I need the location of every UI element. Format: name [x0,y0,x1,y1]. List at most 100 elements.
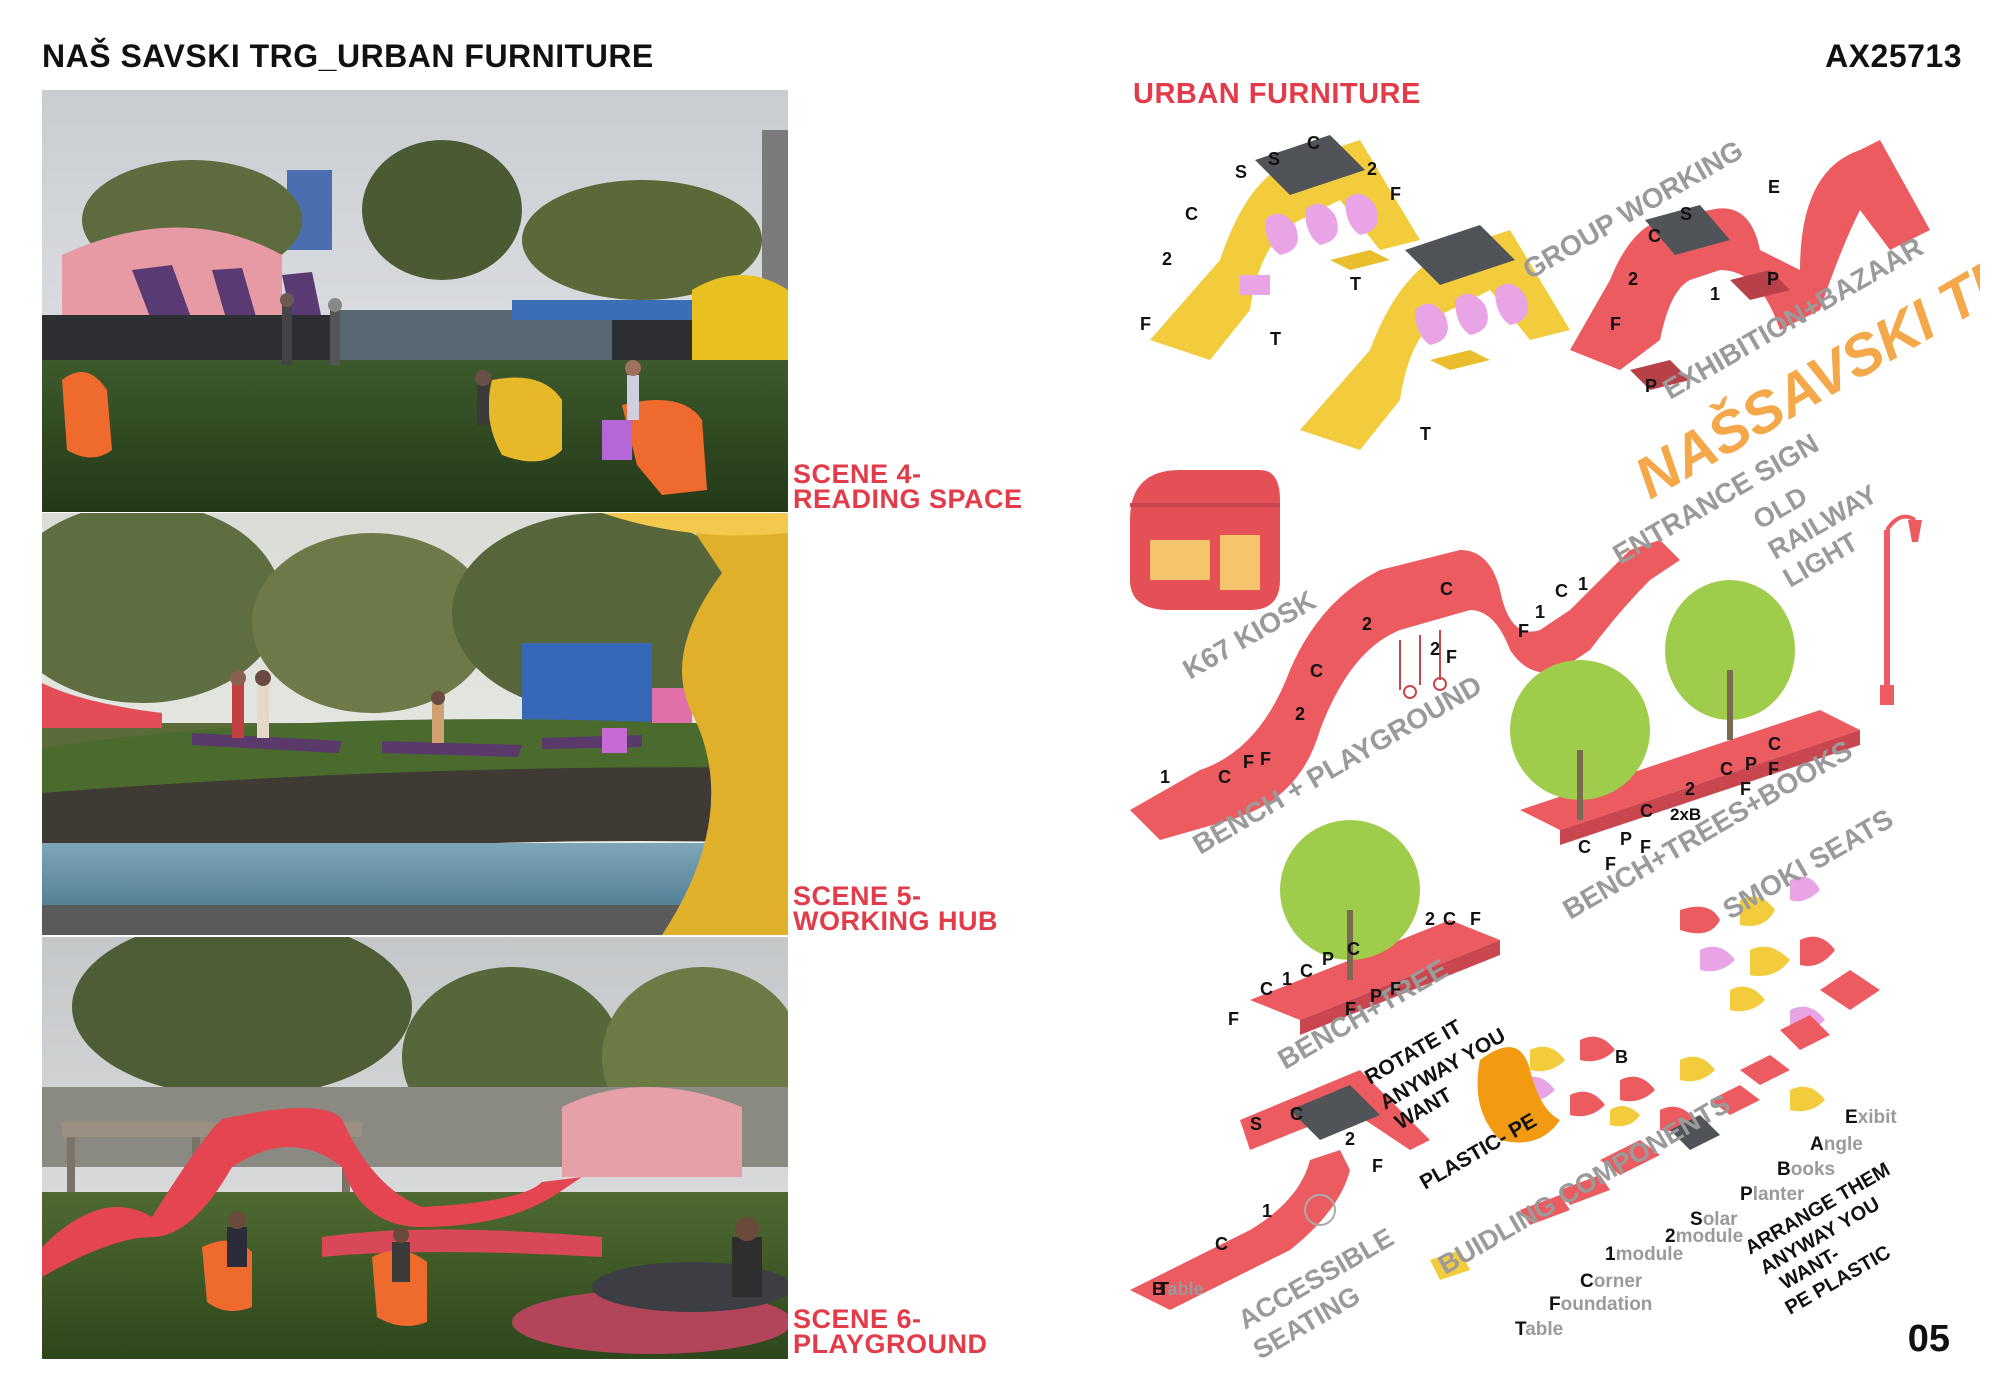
letter-f: F [1260,749,1271,769]
sheet-code: AX25713 [1825,38,1962,74]
letter-f: F [1390,184,1401,204]
letter-c: C [1555,581,1568,601]
component-exibit: Exibit [1845,1107,1897,1128]
letter-c: C [1300,961,1313,981]
label-group-working: GROUP WORKING [1518,134,1749,285]
scene-4-label: SCENE 4- READING SPACE [793,459,1023,514]
scene-6-number: SCENE 6- [793,1304,922,1334]
label-k67-kiosk: K67 KIOSK [1178,584,1322,685]
letter-2: 2 [1430,639,1440,659]
letter-c: C [1347,939,1360,959]
scene-6-title: PLAYGROUND [793,1329,988,1359]
letter-p: P [1645,376,1657,396]
letter-f: F [1605,854,1616,874]
letter-2: 2 [1345,1129,1355,1149]
letter-p: P [1620,829,1632,849]
letter-c: C [1218,767,1231,787]
component-foundation: Foundation [1549,1294,1652,1315]
letter-s: S [1235,162,1247,182]
label-exhibition-bazaar: EXHIBITION+BAZAAR [1658,231,1929,405]
scene-4-title: READING SPACE [793,484,1023,514]
letter-c: C [1443,909,1456,929]
component-books: Books [1777,1159,1835,1180]
component-planter: Planter [1740,1184,1805,1205]
page-number: 05 [1907,1318,1950,1360]
letter-f: F [1446,647,1457,667]
component-2module: 2module [1665,1226,1743,1247]
letter-2: 2 [1367,159,1377,179]
letter-2: 2 [1685,779,1695,799]
component-table: Table [1515,1319,1563,1340]
wheelchair-icon [1304,1194,1336,1226]
exhibition-bazaar-unit [1570,140,1930,390]
urban-furniture-title: URBAN FURNITURE [1133,78,1421,110]
letter-s: S [1268,149,1280,169]
label-building-components: BUIDLING COMPONENTS [1433,1088,1735,1280]
letter-2: 2 [1425,909,1435,929]
letter-b: B [1152,1279,1165,1299]
letter-f: F [1372,1156,1383,1176]
scene-5-label: SCENE 5- WORKING HUB [793,883,998,935]
old-railway-light [1880,514,1922,705]
letter-c: C [1768,734,1781,754]
component-letters: C S S 2 F C 2 F T T T E S C 2 F 1 P P C … [1140,133,1781,1299]
bench-playground-unit [1130,540,1680,840]
label-bench-playground: BENCH + PLAYGROUND [1188,669,1488,860]
letter-2: 2 [1162,249,1172,269]
letter-f: F [1768,759,1779,779]
bench-trees-books-unit [1510,580,1860,845]
letter-c: C [1640,801,1653,821]
scene-6-label: SCENE 6- PLAYGROUND [793,1304,988,1359]
letter-p: P [1370,986,1382,1006]
letter-c: C [1578,837,1591,857]
letter-1: 1 [1710,284,1720,304]
letter-2: 2 [1295,704,1305,724]
k67-kiosk [1130,470,1280,610]
tree-canopy [1510,660,1650,800]
letter-f: F [1140,314,1151,334]
tree-canopy [1665,580,1795,720]
letter-c: C [1310,661,1323,681]
letter-f: F [1390,979,1401,999]
letter-c: C [1260,979,1273,999]
building-components-stack [1430,970,1880,1280]
group-working-bench-1 [1150,135,1420,360]
letter-t: T [1270,329,1281,349]
urban-furniture-diagram: NAŠSAVSKI TRG [1130,135,1980,1310]
scene-4-number: SCENE 4- [793,459,922,489]
bench-tree-unit [1250,820,1500,1035]
letter-s: S [1250,1114,1262,1134]
letter-f: F [1243,752,1254,772]
component-solar: Solar [1690,1209,1738,1230]
scene-6-render-image [42,937,788,1359]
letter-2: 2 [1628,269,1638,289]
label-2xb: 2xB [1670,805,1701,824]
letter-c: C [1215,1234,1228,1254]
letter-1: 1 [1578,574,1588,594]
letter-t: T [1350,274,1361,294]
letter-f: F [1228,1009,1239,1029]
component-angle: Angle [1810,1134,1863,1155]
page-title: NAŠ SAVSKI TRG_URBAN FURNITURE [42,38,654,74]
accessible-seating-unit [1130,1070,1430,1310]
letter-f: F [1740,779,1751,799]
letter-1: 1 [1160,767,1170,787]
letter-1: 1 [1262,1201,1272,1221]
letter-f: F [1345,999,1356,1019]
letter-e: E [1768,177,1780,197]
accessible-table-label: Table [1158,1279,1204,1299]
letter-c: C [1290,1104,1303,1124]
plastic-pe-seat [1477,1047,1560,1143]
tree-canopy [1280,820,1420,960]
scene-4-render-image [42,90,788,512]
label-bench-trees-books: BENCH+TREES+BOOKS [1558,734,1858,925]
letter-2: 2 [1362,614,1372,634]
letter-c: C [1720,759,1733,779]
component-corner: Corner [1580,1271,1643,1292]
diagram-labels: GROUP WORKING EXHIBITION+BAZAAR ENTRANCE… [1140,133,1929,1365]
letter-p: P [1767,269,1779,289]
letter-f: F [1610,314,1621,334]
letter-t: T [1420,424,1431,444]
components-legend: Exibit Angle Books Planter Solar 2module… [1515,1107,1897,1340]
letter-p: P [1745,754,1757,774]
